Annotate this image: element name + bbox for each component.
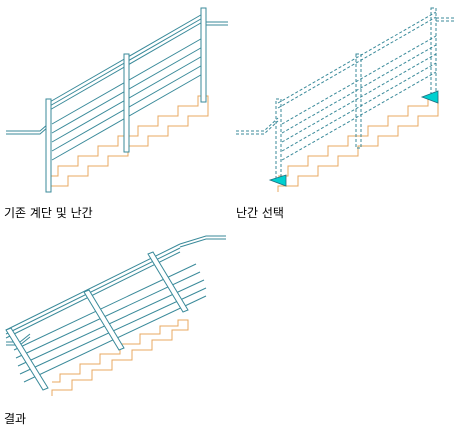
post-right [200, 7, 207, 103]
caption-select: 난간 선택 [236, 206, 284, 220]
right-extension [179, 235, 226, 245]
left-extension-inner [236, 120, 279, 135]
post-left [45, 98, 52, 193]
right-extension-inner [179, 238, 226, 248]
existing-railing-drawing [6, 7, 228, 193]
selected-railing-drawing [236, 7, 456, 192]
top-rail-2 [5, 247, 181, 335]
result-railing-drawing [5, 235, 226, 396]
top-rail-2 [277, 16, 437, 109]
caption-existing: 기존 계단 및 난간 [4, 206, 93, 220]
mid-rail-1 [13, 263, 197, 351]
mid-rail-3 [281, 53, 437, 143]
stair-outline [277, 95, 439, 192]
top-rail-3 [5, 251, 181, 339]
post-middle [355, 53, 362, 149]
post-right [147, 251, 189, 313]
grip-end-icon[interactable] [420, 90, 439, 104]
stair-outline [51, 319, 189, 396]
mid-rail-1 [281, 35, 437, 125]
top-rail [277, 11, 437, 104]
mid-rail-5 [281, 71, 437, 161]
caption-result: 결과 [4, 412, 27, 426]
left-extension [6, 123, 49, 132]
panel-existing: 기존 계단 및 난간 [0, 0, 232, 230]
stair-outline [47, 95, 209, 192]
panel-result: 결과 [0, 230, 232, 434]
left-extension-inner [6, 126, 49, 135]
post-left [5, 327, 49, 391]
left-extension [236, 117, 279, 132]
panel-select: 난간 선택 [232, 0, 463, 230]
post-left [275, 98, 282, 180]
post-middle [123, 53, 130, 153]
mid-rail-2 [281, 44, 437, 134]
mid-rail-4 [281, 62, 437, 152]
post-middle [83, 289, 125, 351]
grip-start-icon[interactable] [268, 174, 287, 187]
post-right [430, 7, 437, 95]
